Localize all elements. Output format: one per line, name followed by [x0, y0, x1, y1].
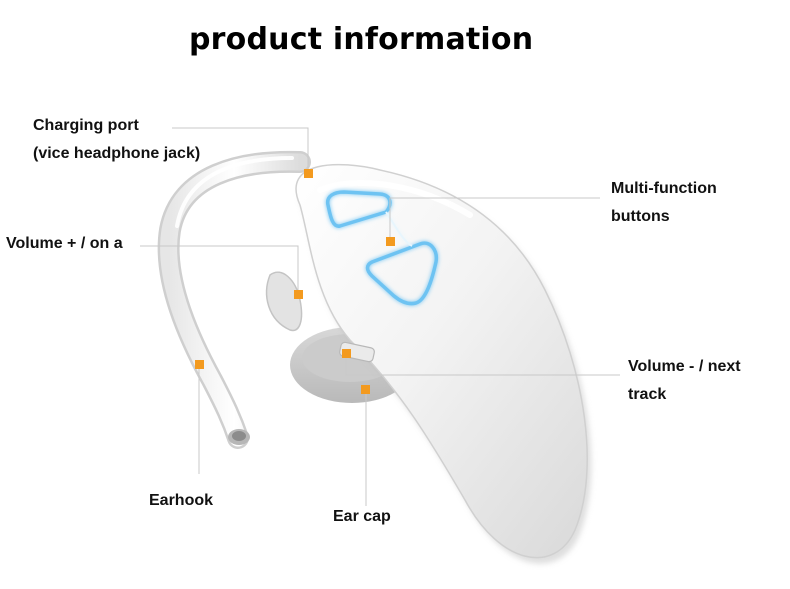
marker-multi-function — [386, 237, 395, 246]
volume-up-label: Volume + / on a — [6, 235, 123, 252]
charging-port-label-line1: Charging port — [33, 117, 139, 134]
ear-cap-label: Ear cap — [333, 508, 391, 525]
marker-volume-up — [294, 290, 303, 299]
markers — [195, 169, 395, 394]
earhook-label: Earhook — [149, 492, 214, 509]
multi-function-label-line1: Multi-function — [611, 180, 717, 197]
volume-down-label-line2: track — [628, 386, 667, 403]
earhook-part — [157, 150, 311, 449]
charging-port-label-line2: (vice headphone jack) — [33, 145, 201, 162]
volume-down-label-line1: Volume - / next — [628, 358, 741, 375]
marker-earhook — [195, 360, 204, 369]
marker-charging-port — [304, 169, 313, 178]
multi-function-label-line2: buttons — [611, 208, 670, 225]
multi-function-label: Multi-function buttons — [611, 175, 717, 231]
marker-volume-down — [342, 349, 351, 358]
charging-port-label: Charging port (vice headphone jack) — [33, 112, 200, 168]
leader-lines — [140, 127, 620, 506]
marker-ear-cap — [361, 385, 370, 394]
volume-down-label: Volume - / next track — [628, 353, 741, 409]
page-title: product information — [189, 22, 534, 57]
